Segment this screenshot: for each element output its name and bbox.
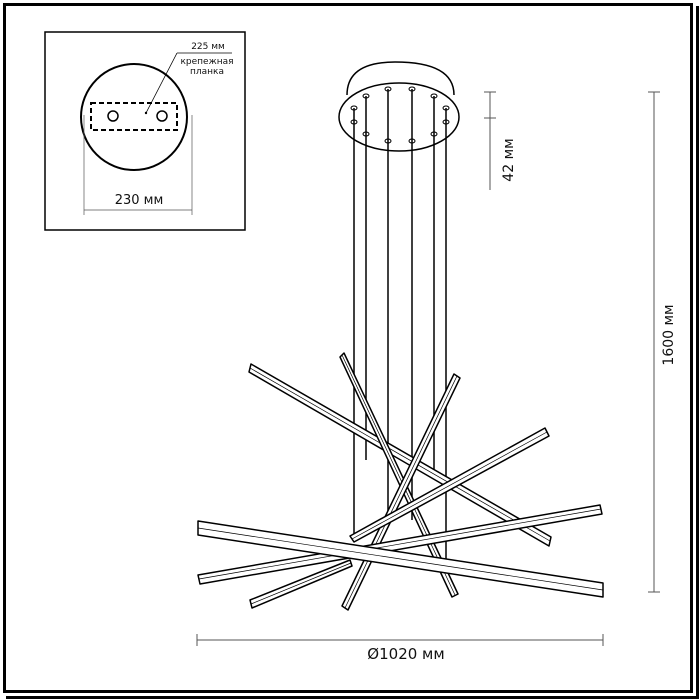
outer-frame: [3, 3, 693, 693]
plate-label-line2: планка: [190, 67, 224, 77]
canopy-height-dimension: [484, 91, 496, 190]
ceiling-canopy: [338, 61, 460, 152]
outer-frame-shadow: [6, 6, 699, 699]
leader-line: [145, 52, 178, 114]
canopy-diameter-label: 230 мм: [115, 193, 164, 208]
screw-hole-right: [156, 110, 168, 122]
total-height-dimension: [648, 91, 660, 593]
diameter-label: Ø1020 мм: [367, 645, 444, 663]
total-height-label: 1600 мм: [661, 304, 677, 365]
canopy-top-view-inset: 225 мм крепежная планка 230 мм: [44, 31, 246, 231]
mounting-plate-outline: [90, 102, 178, 131]
diameter-dimension: [196, 634, 604, 646]
led-bars: [197, 352, 604, 611]
plate-label-line1: крепежная: [180, 57, 233, 67]
canopy-height-label: 42 мм: [501, 138, 517, 181]
plate-length-label: 225 мм: [191, 42, 225, 52]
screw-hole-left: [107, 110, 119, 122]
